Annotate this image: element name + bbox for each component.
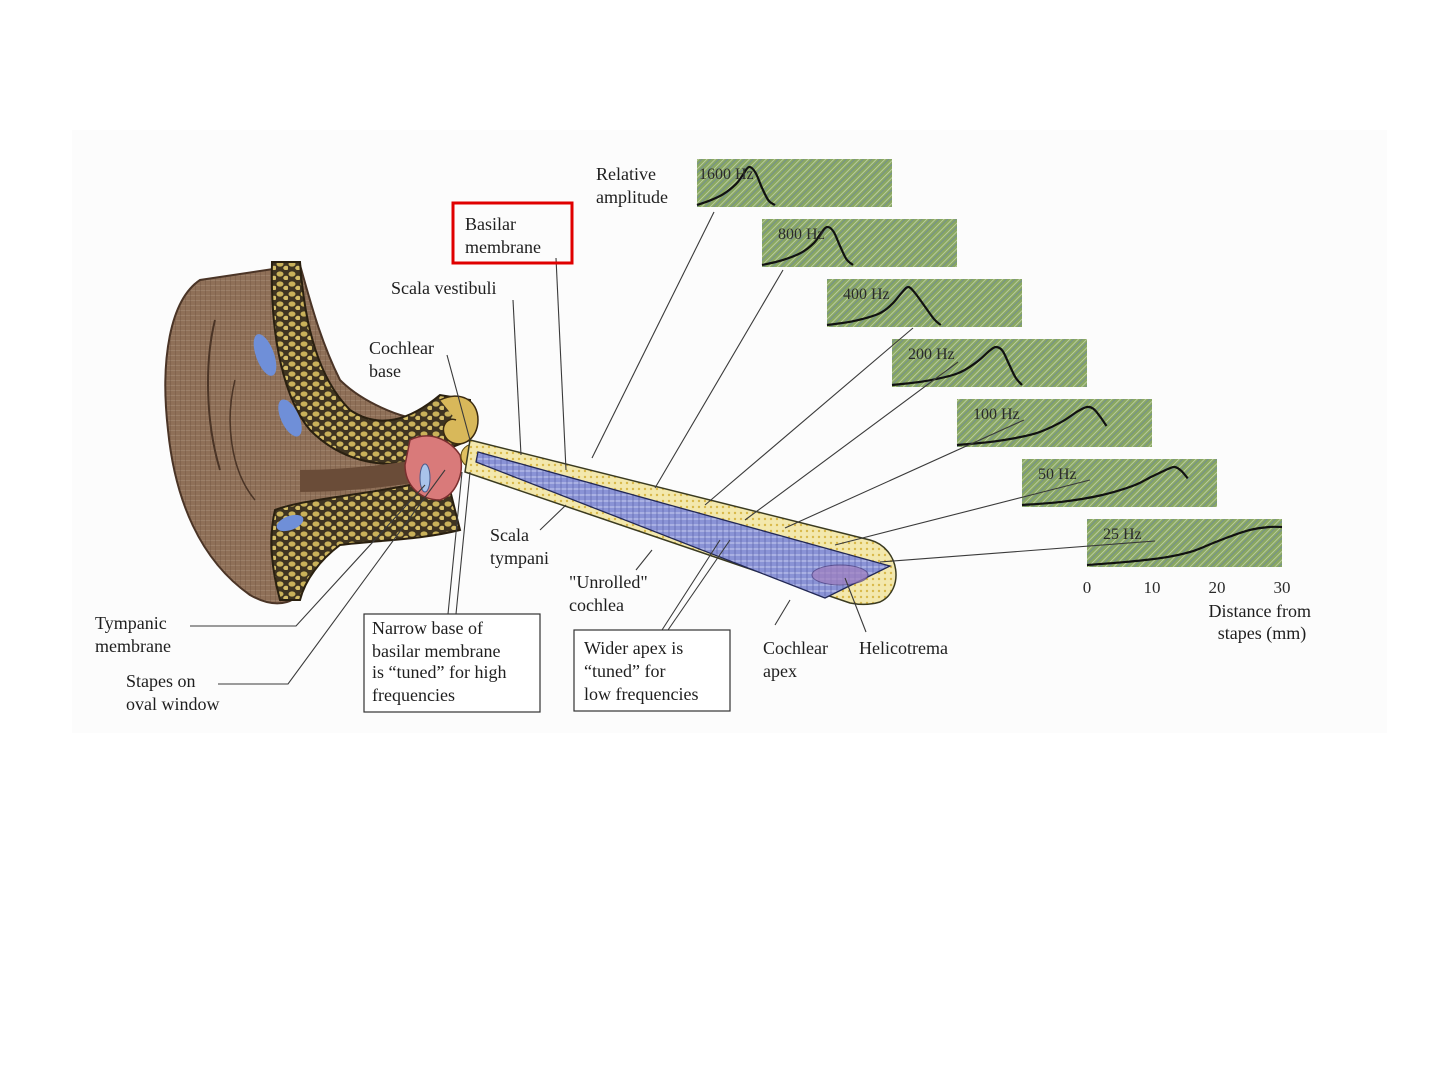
response-curve xyxy=(1086,525,1283,567)
frequency-label: 800 Hz xyxy=(778,226,825,243)
labels: Relative amplitude Basilar membrane Scal… xyxy=(95,164,1316,714)
panel-400-hz: 400 Hz xyxy=(826,279,1022,327)
leader-stapes xyxy=(218,469,446,685)
leader-lines xyxy=(190,211,1156,685)
leader-50 xyxy=(834,479,1091,546)
x-tick-label: 10 xyxy=(1144,578,1161,597)
wider-apex-box xyxy=(573,629,731,712)
x-tick-label: 30 xyxy=(1274,578,1291,597)
label-tympanic-membrane: Tympanic membrane xyxy=(95,613,171,656)
leader-scala-tympani xyxy=(539,504,567,531)
frequency-panels: 1600 Hz 800 Hz 400 Hz 200 Hz 100 Hz 50 Hz 25 H… xyxy=(696,159,1283,567)
frequency-label: 400 Hz xyxy=(843,286,890,303)
frequency-label: 50 Hz xyxy=(1038,466,1077,483)
panel-background xyxy=(697,159,892,207)
label-narrow-base: Narrow base of basilar membrane is “tune… xyxy=(372,618,511,705)
helicotrema-shape xyxy=(811,564,869,586)
leader-cochlear-apex xyxy=(774,599,791,626)
narrow-base-box xyxy=(363,613,541,713)
leader-unrolled xyxy=(635,549,653,571)
frequency-label: 25 Hz xyxy=(1103,526,1142,543)
panel-50-hz: 50 Hz xyxy=(1021,459,1217,507)
panel-background xyxy=(1087,519,1282,567)
leader-200 xyxy=(744,361,959,521)
x-axis-ticks: 0 10 20 30 xyxy=(1083,578,1291,597)
middle-ear xyxy=(404,435,462,501)
x-tick-label: 0 xyxy=(1083,578,1092,597)
leader-relative-amplitude xyxy=(591,211,715,459)
response-curve xyxy=(956,405,1108,447)
panel-1600-hz: 1600 Hz xyxy=(696,159,892,207)
cochlea-spiral xyxy=(439,395,479,445)
leader-100 xyxy=(784,419,1025,529)
unrolled-cochlea xyxy=(464,439,897,606)
leader-tympanic xyxy=(190,484,426,627)
frequency-label: 1600 Hz xyxy=(699,166,754,183)
panel-background xyxy=(957,399,1152,447)
label-basilar-membrane: Basilar membrane xyxy=(465,214,541,257)
label-scala-vestibuli: Scala vestibuli xyxy=(391,278,496,298)
ear-canal xyxy=(300,460,420,492)
panel-100-hz: 100 Hz xyxy=(956,399,1152,447)
response-curve xyxy=(826,285,942,327)
leader-cochlear-base xyxy=(446,354,471,441)
label-scala-tympani: Scala tympani xyxy=(490,525,549,568)
leader-wider-apex-2 xyxy=(667,539,731,631)
response-curve xyxy=(891,345,1023,387)
response-curve xyxy=(761,225,854,267)
leader-400 xyxy=(704,327,914,506)
label-wider-apex: Wider apex is “tuned” for low frequencie… xyxy=(584,638,698,704)
label-unrolled-cochlea: "Unrolled" cochlea xyxy=(569,572,652,615)
panel-background xyxy=(892,339,1087,387)
label-helicotrema: Helicotrema xyxy=(859,638,948,658)
label-cochlear-apex: Cochlear apex xyxy=(763,638,832,681)
fluid-1 xyxy=(253,334,277,376)
label-distance-axis: Distance from stapes (mm) xyxy=(1209,601,1316,644)
frequency-label: 200 Hz xyxy=(908,346,955,363)
leader-basilar xyxy=(555,257,567,471)
leader-helicotrema xyxy=(844,577,867,633)
temporal-bone-lower xyxy=(270,483,462,601)
fluid-2 xyxy=(278,399,302,437)
label-cochlear-base: Cochlear base xyxy=(369,338,438,381)
label-stapes: Stapes on oval window xyxy=(126,671,220,714)
leader-narrow-base-2 xyxy=(455,471,471,615)
leader-scala-vestibuli xyxy=(512,299,522,456)
tympanic-membrane-shape xyxy=(419,463,431,493)
panel-25-hz: 25 Hz xyxy=(1086,519,1283,567)
basilar-membrane-highlight-box xyxy=(451,201,574,265)
response-curve xyxy=(1021,465,1189,507)
x-tick-label: 20 xyxy=(1209,578,1226,597)
response-curve xyxy=(696,165,776,207)
frequency-label: 100 Hz xyxy=(973,406,1020,423)
fluid-3 xyxy=(276,514,304,532)
panel-background xyxy=(1022,459,1217,507)
ear-illustration xyxy=(164,261,488,605)
panel-background xyxy=(762,219,957,267)
basilar-membrane-shape xyxy=(475,451,892,599)
leader-25 xyxy=(879,540,1156,563)
label-relative-amplitude: Relative amplitude xyxy=(596,164,668,207)
panel-200-hz: 200 Hz xyxy=(891,339,1087,387)
leader-800 xyxy=(654,269,784,489)
panel-800-hz: 800 Hz xyxy=(761,219,957,267)
